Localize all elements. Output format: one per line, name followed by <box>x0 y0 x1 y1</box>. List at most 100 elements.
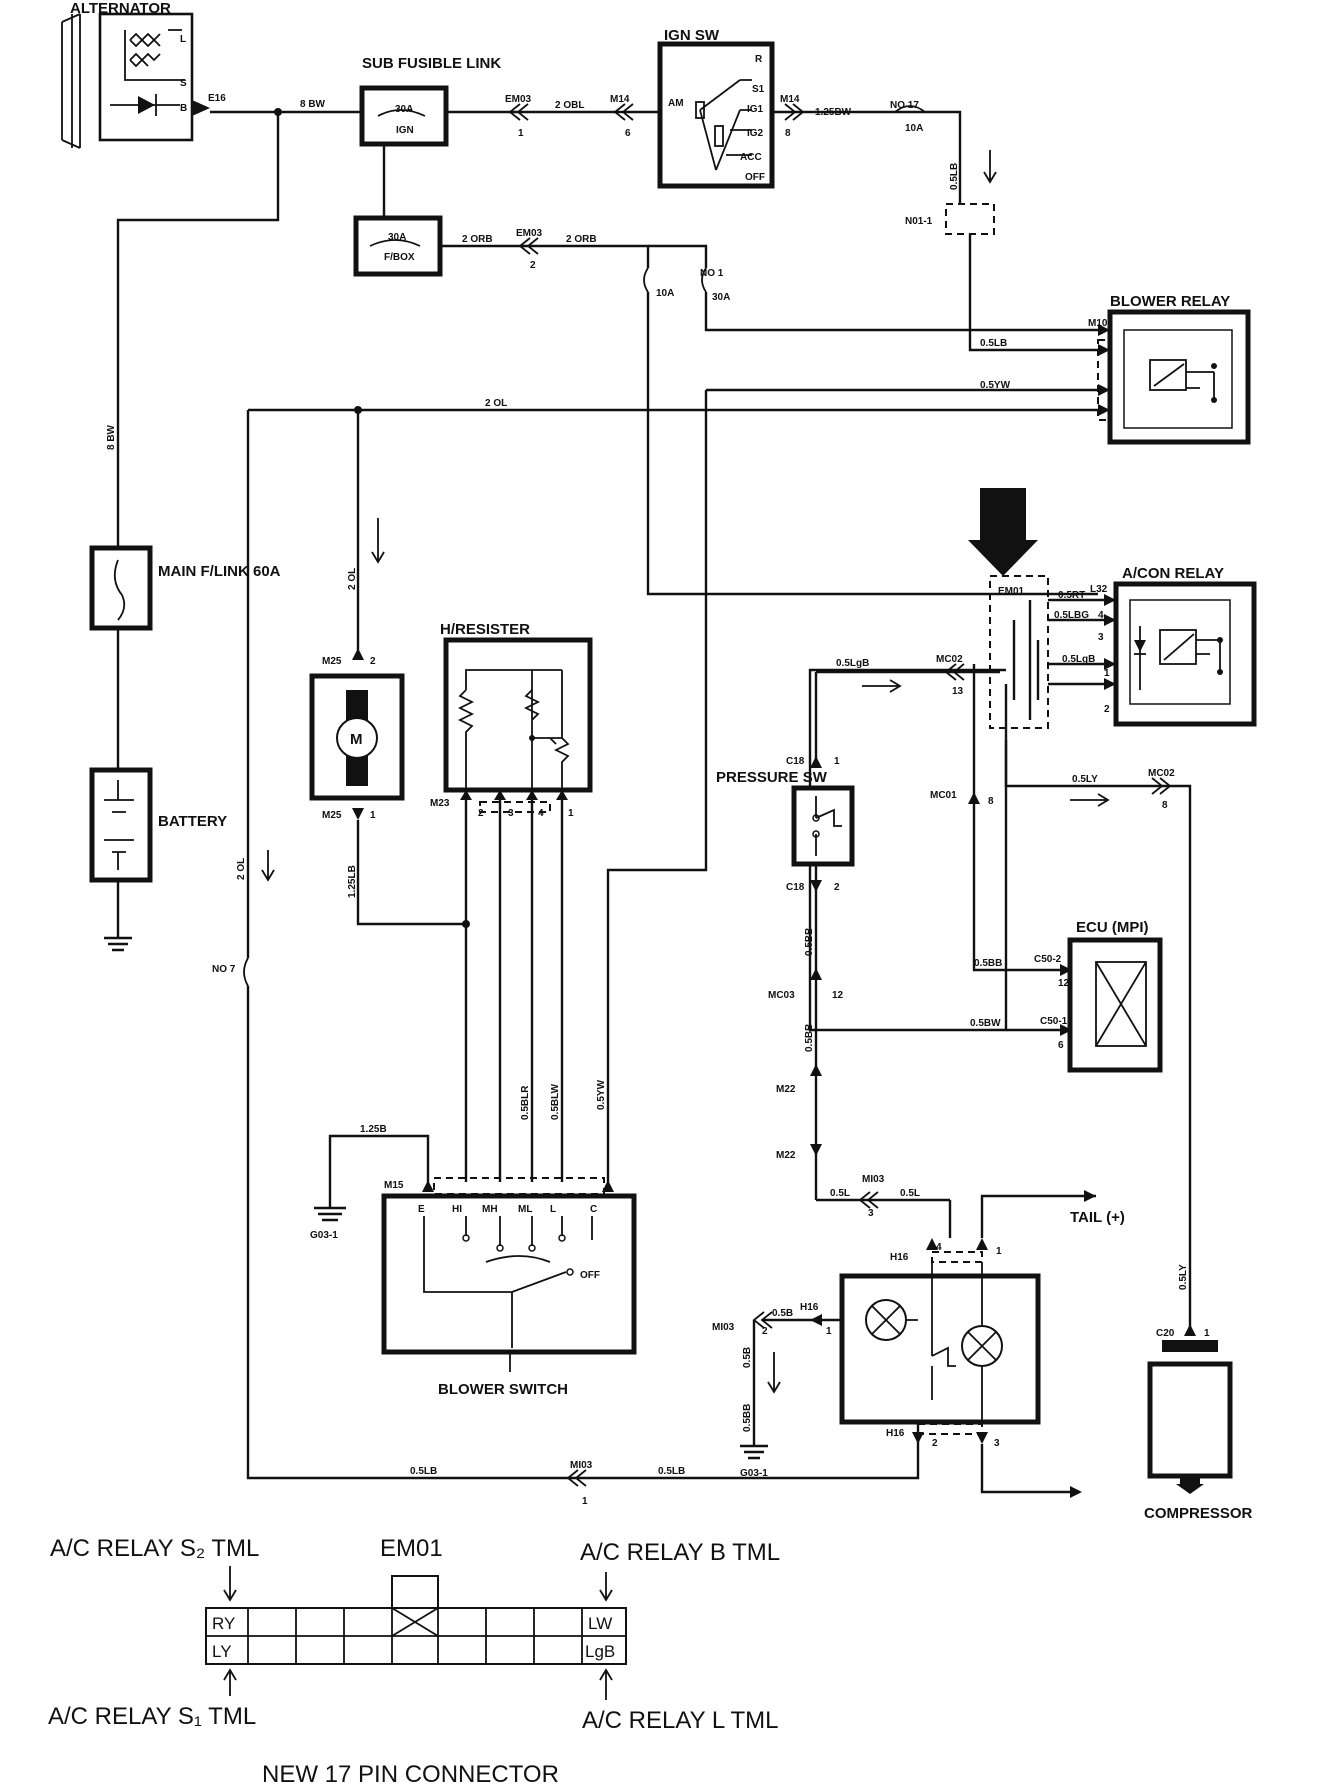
svg-text:0.5LgB: 0.5LgB <box>836 658 869 669</box>
ign-switch-label: IGN SW <box>664 27 720 44</box>
svg-text:M: M <box>350 731 363 748</box>
svg-text:13: 13 <box>952 686 964 697</box>
svg-text:0.5B: 0.5B <box>742 1347 753 1368</box>
svg-text:ML: ML <box>518 1204 532 1215</box>
blower-motor: M <box>309 673 405 801</box>
svg-text:4: 4 <box>538 808 544 819</box>
svg-text:1.25BW: 1.25BW <box>815 107 852 118</box>
svg-text:B: B <box>180 103 187 114</box>
alternator: ALTERNATOR L S B E16 <box>61 0 226 149</box>
svg-text:8 BW: 8 BW <box>300 99 326 110</box>
svg-text:LY: LY <box>212 1642 232 1661</box>
svg-text:H16: H16 <box>890 1252 909 1263</box>
svg-text:0.5BB: 0.5BB <box>742 1404 753 1432</box>
svg-text:8 BW: 8 BW <box>106 424 117 450</box>
svg-text:AM: AM <box>668 98 684 109</box>
svg-text:6: 6 <box>625 128 631 139</box>
svg-text:E: E <box>418 1204 425 1215</box>
svg-text:M25: M25 <box>322 810 342 821</box>
svg-text:2: 2 <box>370 656 376 667</box>
legend-em01: EM01 <box>380 1535 443 1562</box>
svg-text:L: L <box>550 1204 556 1215</box>
legend-ac-relay-l: A/C RELAY L TML <box>582 1707 779 1734</box>
svg-text:G03-1: G03-1 <box>310 1230 338 1241</box>
svg-text:2 OL: 2 OL <box>485 398 507 409</box>
pressure-switch-label: PRESSURE SW <box>716 769 828 786</box>
svg-text:M14: M14 <box>610 94 630 105</box>
battery-label: BATTERY <box>158 813 227 830</box>
svg-text:3: 3 <box>994 1438 1000 1449</box>
svg-text:2: 2 <box>530 260 536 271</box>
svg-text:M14: M14 <box>780 94 800 105</box>
svg-text:2: 2 <box>834 882 840 893</box>
sub-fusible-link-label: SUB FUSIBLE LINK <box>362 55 501 72</box>
svg-text:2: 2 <box>762 1326 768 1337</box>
svg-text:MC01: MC01 <box>930 790 957 801</box>
svg-text:4: 4 <box>1098 610 1104 621</box>
svg-text:IG2: IG2 <box>747 128 764 139</box>
svg-text:30A: 30A <box>712 292 730 303</box>
svg-text:1.25B: 1.25B <box>360 1124 387 1135</box>
svg-text:0.5L: 0.5L <box>830 1188 850 1199</box>
svg-text:30A: 30A <box>388 232 406 243</box>
svg-text:1: 1 <box>568 808 574 819</box>
svg-text:0.5LBG: 0.5LBG <box>1054 610 1089 621</box>
svg-text:L: L <box>180 34 186 45</box>
svg-text:M22: M22 <box>776 1150 796 1161</box>
svg-text:RY: RY <box>212 1614 235 1633</box>
main-fusible-link: MAIN F/LINK 60A <box>89 545 281 631</box>
svg-text:1.25LB: 1.25LB <box>347 865 358 898</box>
blower-switch: E HI MH ML L C OFF <box>381 1193 637 1355</box>
pressure-switch <box>791 785 855 867</box>
svg-text:IG1: IG1 <box>747 104 764 115</box>
svg-text:C50-2: C50-2 <box>1034 954 1062 965</box>
svg-text:3: 3 <box>508 808 514 819</box>
svg-text:C20: C20 <box>1156 1328 1175 1339</box>
blower-switch-label: BLOWER SWITCH <box>438 1381 568 1398</box>
svg-text:H16: H16 <box>886 1428 905 1439</box>
svg-text:LgB: LgB <box>585 1642 615 1661</box>
svg-text:MI03: MI03 <box>570 1460 593 1471</box>
legend-title: NEW 17 PIN CONNECTOR <box>262 1761 559 1788</box>
svg-text:1: 1 <box>996 1246 1002 1257</box>
ac-relay: A/CON RELAY <box>1113 565 1257 727</box>
svg-text:0.5LB: 0.5LB <box>658 1466 685 1477</box>
legend-ac-relay-s1: A/C RELAY S₁ TML <box>48 1703 256 1730</box>
svg-text:30A: 30A <box>395 104 413 115</box>
svg-text:4: 4 <box>936 1242 942 1253</box>
svg-text:2 ORB: 2 ORB <box>566 234 597 245</box>
svg-text:12: 12 <box>1058 978 1070 989</box>
svg-text:MC02: MC02 <box>1148 768 1175 779</box>
svg-text:MAIN F/LINK 60A: MAIN F/LINK 60A <box>158 563 281 580</box>
svg-text:L32: L32 <box>1090 584 1108 595</box>
svg-text:MC03: MC03 <box>768 990 795 1001</box>
compressor-label: COMPRESSOR <box>1144 1505 1253 1522</box>
battery: BATTERY <box>89 767 227 883</box>
svg-text:MH: MH <box>482 1204 498 1215</box>
svg-text:M25: M25 <box>322 656 342 667</box>
svg-text:S1: S1 <box>752 84 765 95</box>
svg-text:2 OL: 2 OL <box>347 568 358 590</box>
svg-text:MC02: MC02 <box>936 654 963 665</box>
svg-text:0.5BLR: 0.5BLR <box>520 1085 531 1120</box>
svg-text:2 OL: 2 OL <box>236 858 247 880</box>
svg-text:1: 1 <box>582 1496 588 1507</box>
heater-resistor: H/RESISTER <box>440 621 593 793</box>
svg-text:0.5LY: 0.5LY <box>1072 774 1098 785</box>
svg-text:12: 12 <box>832 990 844 1001</box>
svg-text:10A: 10A <box>656 288 674 299</box>
svg-text:8: 8 <box>1162 800 1168 811</box>
svg-text:EM03: EM03 <box>505 94 532 105</box>
svg-text:0.5LgB: 0.5LgB <box>1062 654 1095 665</box>
svg-text:NO 7: NO 7 <box>212 964 236 975</box>
svg-text:0.5BB: 0.5BB <box>804 1024 815 1052</box>
svg-text:S: S <box>180 78 187 89</box>
svg-text:0.5L: 0.5L <box>900 1188 920 1199</box>
svg-text:2: 2 <box>932 1438 938 1449</box>
svg-text:2: 2 <box>1104 704 1110 715</box>
blower-relay-label: BLOWER RELAY <box>1110 293 1230 310</box>
svg-text:G03-1: G03-1 <box>740 1468 768 1479</box>
svg-text:0.5BLW: 0.5BLW <box>550 1083 561 1120</box>
svg-text:0.5YW: 0.5YW <box>596 1079 607 1110</box>
